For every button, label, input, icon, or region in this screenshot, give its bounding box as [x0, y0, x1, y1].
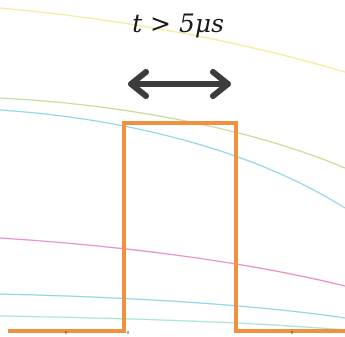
curve-yellow	[0, 7, 345, 73]
arrow-head-left	[128, 69, 149, 99]
baseline-ticks	[65, 331, 293, 334]
curve-mint	[0, 315, 345, 331]
curve-pink	[0, 237, 345, 287]
background-curves	[0, 7, 345, 331]
double-arrow-icon	[128, 69, 231, 99]
curve-cyan	[0, 109, 345, 209]
square-pulse	[8, 121, 345, 333]
duration-label: t > 5μs	[132, 9, 224, 38]
curve-green	[0, 97, 345, 169]
curve-cyan-low	[0, 293, 345, 319]
arrow-head-right	[210, 69, 231, 99]
